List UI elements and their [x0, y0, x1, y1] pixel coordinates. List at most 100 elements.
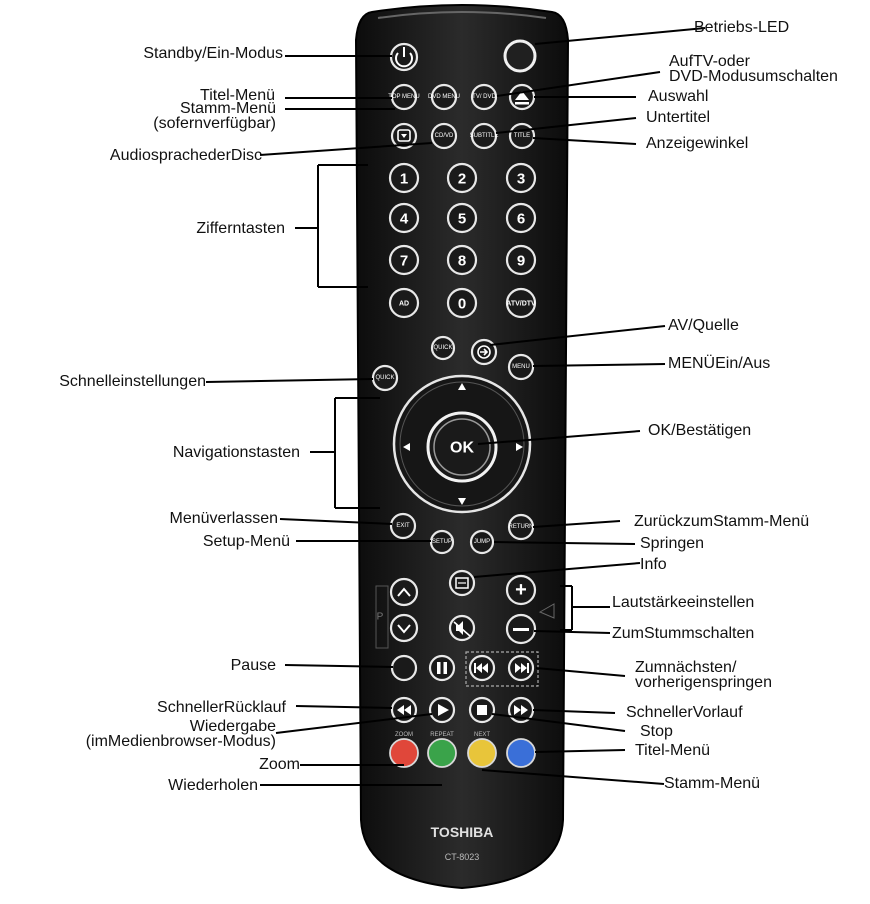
- callout-text: Springen: [640, 535, 705, 552]
- key-label-1: 0: [458, 296, 466, 313]
- digit-label-7: 7: [400, 253, 408, 270]
- tv-dvd-button: [470, 83, 498, 111]
- callout-text: AV/Quelle: [668, 317, 739, 334]
- volume-ramp-icon: [538, 603, 555, 619]
- source-icon-arrow: [480, 348, 489, 356]
- plus-icon: +: [515, 579, 527, 601]
- leader-line-29: [493, 541, 636, 545]
- power-icon: [395, 52, 413, 68]
- skip-prev-icon-bar: [474, 663, 476, 673]
- callout-right-17: Stamm-Menü: [664, 776, 760, 792]
- digit-label-9: 9: [517, 253, 525, 270]
- power-led: [503, 39, 537, 73]
- quick-label: QUICK: [375, 375, 394, 381]
- callout-text-line2: (imMedienbrowser-Modus): [85, 733, 276, 750]
- callout-right-16: Titel-Menü: [635, 742, 710, 759]
- leader-line-37: [532, 709, 616, 714]
- callout-text: Standby/Ein-Modus: [143, 45, 283, 62]
- nav-up-arrow: [458, 383, 466, 390]
- callout-left-5: Schnelleinstellungen: [59, 373, 206, 390]
- callout-right-0: Betriebs-LED: [694, 19, 790, 36]
- nav-right-arrow: [516, 443, 523, 451]
- callout-right-2: Auswahl: [648, 89, 708, 105]
- program-bracket: [375, 585, 389, 649]
- program-down-button: [389, 613, 419, 643]
- volume-up-button: [505, 574, 537, 606]
- nav-left-arrow: [403, 443, 410, 451]
- callout-text: Zoom: [259, 756, 300, 773]
- ok-button-inner: [433, 418, 491, 476]
- callout-text: Betriebs-LED: [694, 19, 790, 36]
- exit-button: [389, 512, 417, 540]
- digit-button-3: [505, 162, 537, 194]
- callout-text: Anzeigewinkel: [646, 135, 749, 152]
- callout-text-line2: (sofernverfügbar): [153, 115, 276, 132]
- menu-label: MENU: [512, 364, 530, 370]
- fast-forward-icon: [514, 705, 528, 715]
- model-label: CT-8023: [445, 852, 480, 862]
- callout-text: SchnellerVorlauf: [626, 704, 743, 721]
- next-key-label: NEXT: [474, 732, 490, 738]
- leader-line-26: [532, 363, 666, 367]
- leader-line-30: [473, 562, 641, 578]
- ok-button: [426, 411, 498, 483]
- digit-label-5: 5: [458, 211, 466, 228]
- callout-text: Wiederholen: [168, 777, 258, 794]
- digit-button-6: [505, 202, 537, 234]
- callout-text: Schnelleinstellungen: [59, 373, 206, 390]
- leader-line-24: [532, 137, 637, 145]
- dvd-menu-button: [430, 83, 458, 111]
- leader-line-3: [259, 142, 433, 156]
- leader-line-36: [535, 667, 626, 677]
- callout-text: Titel-Menü: [200, 87, 275, 104]
- digit-label-3: 3: [517, 171, 525, 188]
- subtitle-button: [470, 122, 498, 150]
- callout-right-14: SchnellerVorlauf: [626, 704, 743, 721]
- callout-right-12: ZumStummschalten: [612, 626, 754, 642]
- stop-icon: [477, 705, 487, 715]
- callout-text: Pause: [230, 657, 276, 674]
- callout-left-4: Zifferntasten: [196, 221, 285, 237]
- callout-left-6: Navigationstasten: [172, 444, 300, 461]
- digit-label-6: 6: [517, 211, 525, 228]
- leader-line-25: [489, 325, 666, 346]
- callout-text: Titel-Menü: [635, 742, 710, 759]
- callout-left-13: Wiederholen: [168, 777, 258, 794]
- audio-button-label: CD/VD: [435, 133, 454, 139]
- program-label: P: [377, 612, 384, 623]
- callout-text: Navigationstasten: [172, 444, 300, 461]
- digit-label-2: 2: [458, 171, 466, 188]
- callout-text: Setup-Menü: [202, 533, 290, 550]
- leader-line-21: [496, 71, 661, 97]
- key-ad: [388, 287, 420, 319]
- chevron-up-icon: [397, 587, 411, 597]
- leader-line-16: [295, 705, 393, 709]
- digit-button-5: [446, 202, 478, 234]
- digit-button-9: [505, 244, 537, 276]
- callout-right-3: Untertitel: [646, 109, 711, 126]
- mute-icon-slash: [453, 621, 471, 637]
- callout-text: Stamm-Menü: [179, 100, 276, 117]
- digit-button-2: [446, 162, 478, 194]
- key-label-0: AD: [399, 301, 409, 308]
- select-icon: [397, 129, 411, 142]
- callout-right-9: Springen: [640, 535, 705, 552]
- leader-line-20: [534, 27, 706, 45]
- callout-left-0: Standby/Ein-Modus: [143, 45, 283, 62]
- eject-icon-bar: [515, 102, 529, 105]
- tv-dvd-button-label: TV/ DVD: [472, 94, 496, 100]
- blank-button: [390, 654, 418, 682]
- minus-icon: [513, 628, 529, 631]
- top-menu-button-label: TOP MENU: [388, 94, 419, 100]
- skip-prev-icon: [476, 663, 488, 673]
- skip-next-icon-bar: [527, 663, 529, 673]
- digit-label-1: 1: [400, 171, 408, 188]
- callout-text-line2: vorherigenspringen: [635, 674, 772, 691]
- zoom-key-label: ZOOM: [395, 732, 413, 738]
- setup-label: SETUP: [432, 539, 452, 545]
- key-atv-dtv: [505, 287, 537, 319]
- callout-text: Untertitel: [646, 109, 711, 126]
- callout-right-11: Lautstärkeeinstellen: [612, 595, 754, 611]
- callout-right-7: OK/Bestätigen: [648, 423, 751, 439]
